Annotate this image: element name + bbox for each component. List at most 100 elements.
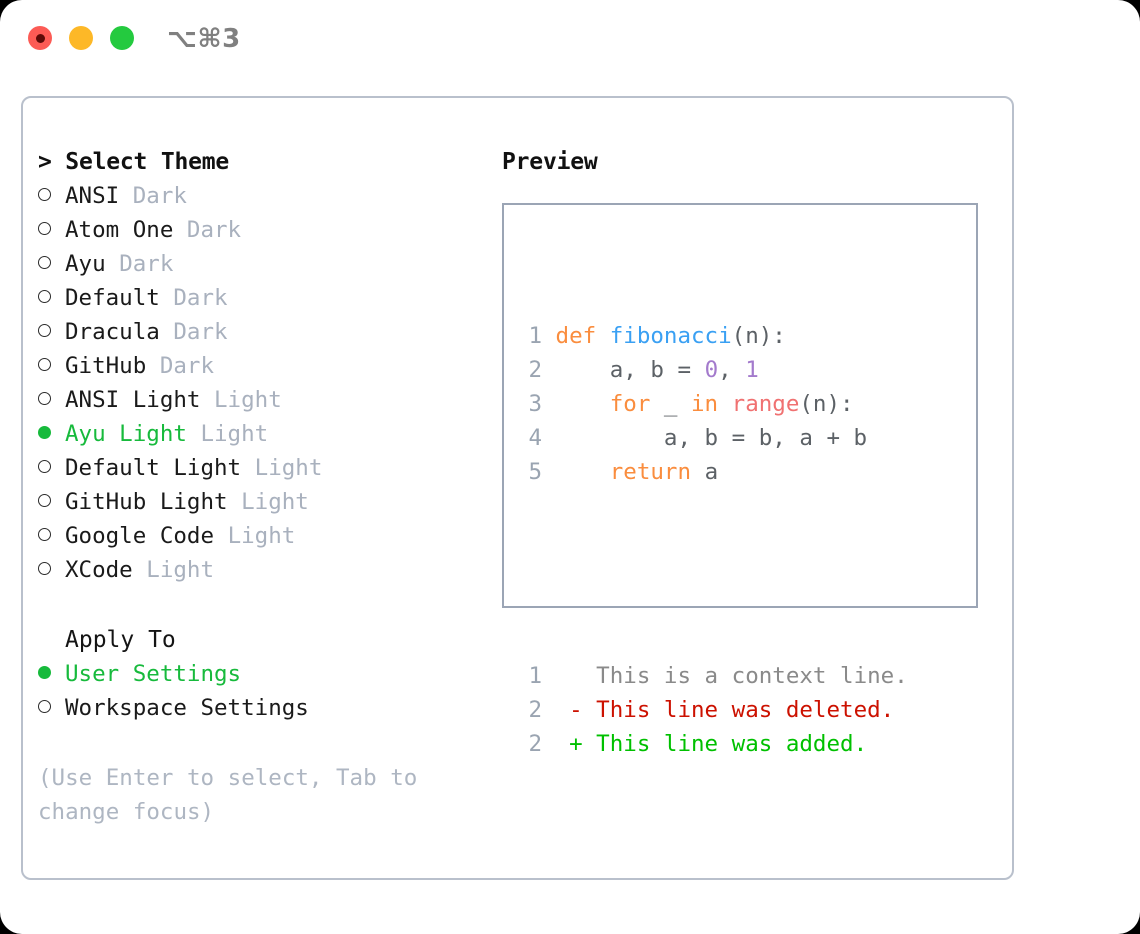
apply-to-label: Workspace Settings	[65, 695, 309, 721]
bullet-glyph	[38, 562, 51, 575]
apply-to-item[interactable]: User Settings	[38, 657, 498, 691]
line-number: 2	[528, 357, 542, 383]
code-token-punc	[596, 323, 610, 349]
theme-name-label: Atom One	[65, 217, 174, 243]
keyboard-hint-text: (Use Enter to select, Tab to change focu…	[38, 765, 431, 825]
bullet-glyph	[38, 256, 51, 269]
code-token-kw: return	[609, 459, 692, 485]
radio-empty-icon[interactable]	[38, 451, 65, 485]
code-token-var: a, b =	[555, 357, 705, 383]
radio-empty-icon[interactable]	[38, 691, 65, 725]
code-line: 1 def fibonacci(n):	[516, 319, 970, 353]
bullet-glyph	[38, 666, 51, 679]
apply-to-item[interactable]: Workspace Settings	[38, 691, 498, 725]
code-line: 3 for _ in range(n):	[516, 387, 970, 421]
code-token-var: a	[704, 459, 719, 485]
theme-list-item[interactable]: Default Dark	[38, 281, 498, 315]
code-diff-separator	[516, 557, 970, 591]
bullet-glyph	[38, 222, 51, 235]
radio-empty-icon[interactable]	[38, 519, 65, 553]
preview-column: Preview 1 def fibonacci(n):2 a, b = 0, 1…	[502, 145, 1002, 757]
radio-empty-icon[interactable]	[38, 315, 65, 349]
diff-sign: +	[569, 731, 583, 757]
code-token-kw: in	[691, 391, 719, 417]
theme-list-item[interactable]: ANSI Dark	[38, 179, 498, 213]
radio-empty-icon[interactable]	[38, 213, 65, 247]
close-button[interactable]	[28, 26, 52, 50]
code-token-num: 0	[704, 357, 719, 383]
theme-name-label: Ayu Light	[65, 421, 187, 447]
theme-name-label: Default	[65, 285, 160, 311]
theme-name-label: Google Code	[65, 523, 215, 549]
preview-heading: Preview	[502, 149, 598, 175]
theme-list-item[interactable]: Dracula Dark	[38, 315, 498, 349]
traffic-light-group	[28, 26, 134, 50]
radio-empty-icon[interactable]	[38, 383, 65, 417]
theme-name-label: GitHub Light	[65, 489, 228, 515]
theme-list-item[interactable]: Default Light Light	[38, 451, 498, 485]
theme-list-item[interactable]: XCode Light	[38, 553, 498, 587]
radio-empty-icon[interactable]	[38, 349, 65, 383]
theme-list-item[interactable]: GitHub Dark	[38, 349, 498, 383]
code-token-builtin: range	[731, 391, 800, 417]
code-token-var: a, b = b, a + b	[555, 425, 868, 451]
theme-variant-tag: Light	[227, 523, 296, 549]
theme-variant-tag: Dark	[186, 217, 242, 243]
bullet-glyph	[38, 700, 51, 713]
radio-selected-icon[interactable]	[38, 417, 65, 451]
code-token-punc	[691, 459, 705, 485]
code-token-punc: (n):	[731, 323, 786, 349]
theme-name-label: GitHub	[65, 353, 147, 379]
radio-empty-icon[interactable]	[38, 281, 65, 315]
code-token-punc	[556, 391, 610, 417]
bullet-glyph	[38, 392, 51, 405]
line-number: 2	[528, 697, 542, 723]
bullet-glyph	[38, 324, 51, 337]
diff-sign: -	[569, 697, 583, 723]
diff-line-context: 1 This is a context line.	[516, 659, 970, 693]
radio-selected-icon[interactable]	[38, 657, 65, 691]
radio-empty-icon[interactable]	[38, 247, 65, 281]
line-number: 4	[528, 425, 542, 451]
select-theme-heading: > Select Theme	[38, 149, 230, 175]
theme-list-item[interactable]: ANSI Light Light	[38, 383, 498, 417]
theme-list-item[interactable]: Ayu Light Light	[38, 417, 498, 451]
theme-variant-tag: Dark	[173, 285, 228, 311]
line-number: 2	[528, 731, 542, 757]
radio-empty-icon[interactable]	[38, 179, 65, 213]
code-token-var: _	[650, 391, 692, 417]
theme-list-item[interactable]: GitHub Light Light	[38, 485, 498, 519]
diff-sign	[569, 663, 583, 689]
apply-to-heading: Apply To	[65, 627, 176, 653]
radio-empty-icon[interactable]	[38, 553, 65, 587]
theme-list-item[interactable]: Google Code Light	[38, 519, 498, 553]
theme-name-label: Ayu	[65, 251, 106, 277]
theme-variant-tag: Light	[254, 455, 323, 481]
code-token-num: 1	[745, 357, 759, 383]
keyboard-shortcut-label: ⌥⌘3	[167, 24, 241, 54]
theme-list-item[interactable]: Atom One Dark	[38, 213, 498, 247]
theme-name-label: ANSI Light	[65, 387, 201, 413]
theme-name-label: XCode	[65, 557, 133, 583]
theme-name-label: Default Light	[65, 455, 242, 481]
bullet-glyph	[38, 494, 51, 507]
code-line: 4 a, b = b, a + b	[516, 421, 970, 455]
minimize-button[interactable]	[69, 26, 93, 50]
diff-text: This is a context line.	[582, 663, 908, 689]
code-token-kw: def	[555, 323, 597, 349]
theme-variant-tag: Dark	[119, 251, 174, 277]
theme-name-label: Dracula	[65, 319, 160, 345]
theme-variant-tag: Light	[241, 489, 309, 515]
zoom-button[interactable]	[110, 26, 134, 50]
line-number: 5	[528, 459, 542, 485]
radio-empty-icon[interactable]	[38, 485, 65, 519]
theme-name-label: ANSI	[65, 183, 120, 209]
diff-text: This line was added.	[582, 731, 868, 757]
theme-list-item[interactable]: Ayu Dark	[38, 247, 498, 281]
diff-line-add: 2 + This line was added.	[516, 727, 970, 761]
line-number: 3	[528, 391, 542, 417]
